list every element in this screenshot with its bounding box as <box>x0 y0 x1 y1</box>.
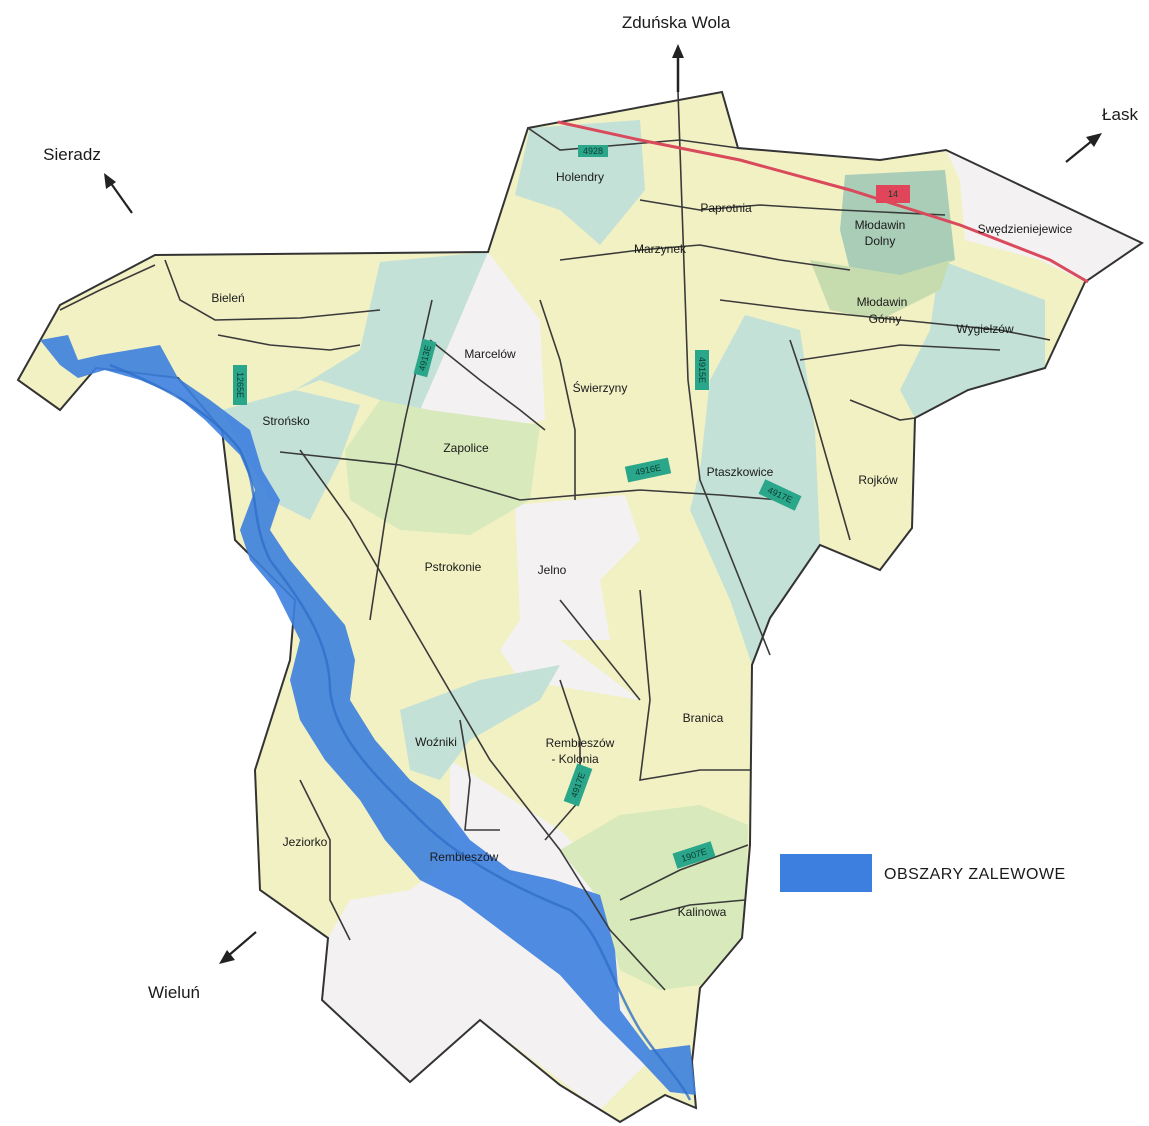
local-roads <box>59 91 1051 991</box>
road-swierzyny <box>539 299 576 500</box>
village-wozniki: Woźniki <box>415 735 457 749</box>
road-badge-1265e-label: 1265E <box>235 372 245 398</box>
zone-teal-wozniki <box>400 665 560 780</box>
legend: OBSZARY ZALEWOWE <box>780 854 1066 892</box>
village-kalinowa: Kalinowa <box>678 905 727 919</box>
road-rojkow <box>849 399 916 421</box>
village-marzynek: Marzynek <box>634 242 687 256</box>
village-mlodawin-dolny-line2: Dolny <box>865 234 896 248</box>
village-rembieszow: Rembieszów <box>430 850 499 864</box>
village-rembieszow-kolonia-line2: - Kolonia <box>551 752 599 766</box>
village-jeziorko: Jeziorko <box>283 835 328 849</box>
zone-teal-stronsko <box>222 390 360 520</box>
road-badges: 4928 4913E 1265E 4915E 4916E 4917E 4917E <box>233 145 910 869</box>
flood-channel <box>109 363 692 1101</box>
road-badge-4928: 4928 <box>578 145 608 157</box>
road-badge-1265e: 1265E <box>233 365 247 405</box>
northwest-arrowhead-icon <box>104 173 116 189</box>
road-marcelow <box>429 339 546 431</box>
road-badge-4915e-label: 4915E <box>697 357 707 383</box>
northeast-arrow-icon <box>1065 139 1094 163</box>
road-badge-4928-label: 4928 <box>583 146 603 156</box>
village-jelno: Jelno <box>538 563 567 577</box>
railway-track <box>557 120 1089 284</box>
road-badge-national-label: 14 <box>888 189 898 199</box>
road-diagonal-pstrokonie <box>299 449 666 991</box>
road-north-loop <box>527 127 739 151</box>
road-bielen <box>164 259 381 321</box>
southwest-arrow-icon <box>227 931 257 957</box>
direction-northeast-label: Łask <box>1102 105 1138 124</box>
north-arrowhead-icon <box>672 44 684 58</box>
road-jeziorko <box>299 779 351 941</box>
railway-line <box>557 120 1089 284</box>
village-holendry: Holendry <box>556 170 604 184</box>
village-ptaszkowice: Ptaszkowice <box>707 465 774 479</box>
direction-northwest: Sieradz <box>43 145 133 214</box>
road-mlodawin <box>719 299 1051 341</box>
direction-north: Zduńska Wola <box>622 13 731 92</box>
direction-northwest-label: Sieradz <box>43 145 101 164</box>
zone-white-jelno <box>515 495 640 640</box>
village-mlodawin-gorny-line1: Młodawin <box>857 295 908 309</box>
road-badge-4913e: 4913E <box>413 338 437 378</box>
village-stronsko: Strońsko <box>262 414 310 428</box>
direction-southwest-label: Wieluń <box>148 983 200 1002</box>
village-branica: Branica <box>683 711 724 725</box>
legend-flood-swatch <box>780 854 872 892</box>
flood-zone <box>40 335 696 1101</box>
road-paprotnia <box>639 199 946 216</box>
zone-teal-holendry <box>515 120 645 245</box>
zone-white-swedzieniejewice <box>946 150 1142 282</box>
northwest-arrow-icon <box>109 181 133 214</box>
zone-teal-west <box>295 252 488 410</box>
village-zapolice: Zapolice <box>443 441 489 455</box>
road-branica <box>639 589 750 781</box>
road-sieradz-link <box>59 264 156 311</box>
village-mlodawin-gorny-line2: Górny <box>869 312 902 326</box>
direction-north-label: Zduńska Wola <box>622 13 731 32</box>
zone-teal-ptaszkowice <box>690 315 820 665</box>
village-rojkow: Rojków <box>858 473 898 487</box>
road-wygielzow <box>799 344 1001 361</box>
road-badge-4916e: 4916E <box>624 457 672 483</box>
village-wygielzow: Wygiełzów <box>956 322 1014 336</box>
road-east-west-mid <box>279 451 781 501</box>
road-wozniki <box>459 719 500 831</box>
legend-flood-label: OBSZARY ZALEWOWE <box>884 866 1066 883</box>
village-marcelow: Marcelów <box>464 347 516 361</box>
southwest-arrowhead-icon <box>219 950 235 964</box>
village-mlodawin-dolny-line1: Młodawin <box>855 218 906 232</box>
road-badge-4917e-south: 4917E <box>563 763 593 807</box>
zone-teal-wygielzow <box>900 260 1045 418</box>
village-labels: Holendry Paprotnia Marzynek Młodawin Dol… <box>211 170 1072 919</box>
road-badge-4917e-north: 4917E <box>758 479 802 511</box>
village-bielen: Bieleń <box>211 291 244 305</box>
road-badge-national: 14 <box>876 185 910 203</box>
village-swedzieniejewice: Swędzieniejewice <box>978 222 1073 236</box>
zone-green-zapolice <box>345 400 540 535</box>
flood-area <box>40 335 696 1095</box>
direction-northeast: Łask <box>1065 105 1138 163</box>
village-paprotnia: Paprotnia <box>700 201 752 215</box>
road-badge-4915e: 4915E <box>695 350 709 390</box>
village-swierzyny: Świerzyny <box>573 380 628 395</box>
zone-white-marcelow <box>420 252 545 430</box>
road-west-loop <box>217 334 361 351</box>
road-kalinowa <box>629 899 746 921</box>
road-badge-1907e: 1907E <box>672 841 716 869</box>
village-pstrokonie: Pstrokonie <box>425 560 482 574</box>
road-north-south <box>677 91 771 656</box>
road-marzynek <box>559 244 851 271</box>
road-1907e <box>619 844 749 901</box>
village-rembieszow-kolonia-line1: Rembieszów <box>546 736 615 750</box>
road-jelno-south <box>559 599 641 701</box>
commune-area <box>16 90 1145 1124</box>
direction-southwest: Wieluń <box>148 931 257 1002</box>
zone-green-mlodawin <box>810 260 950 320</box>
northeast-arrowhead-icon <box>1086 133 1102 147</box>
road-ptaszkowice-east <box>789 339 851 541</box>
